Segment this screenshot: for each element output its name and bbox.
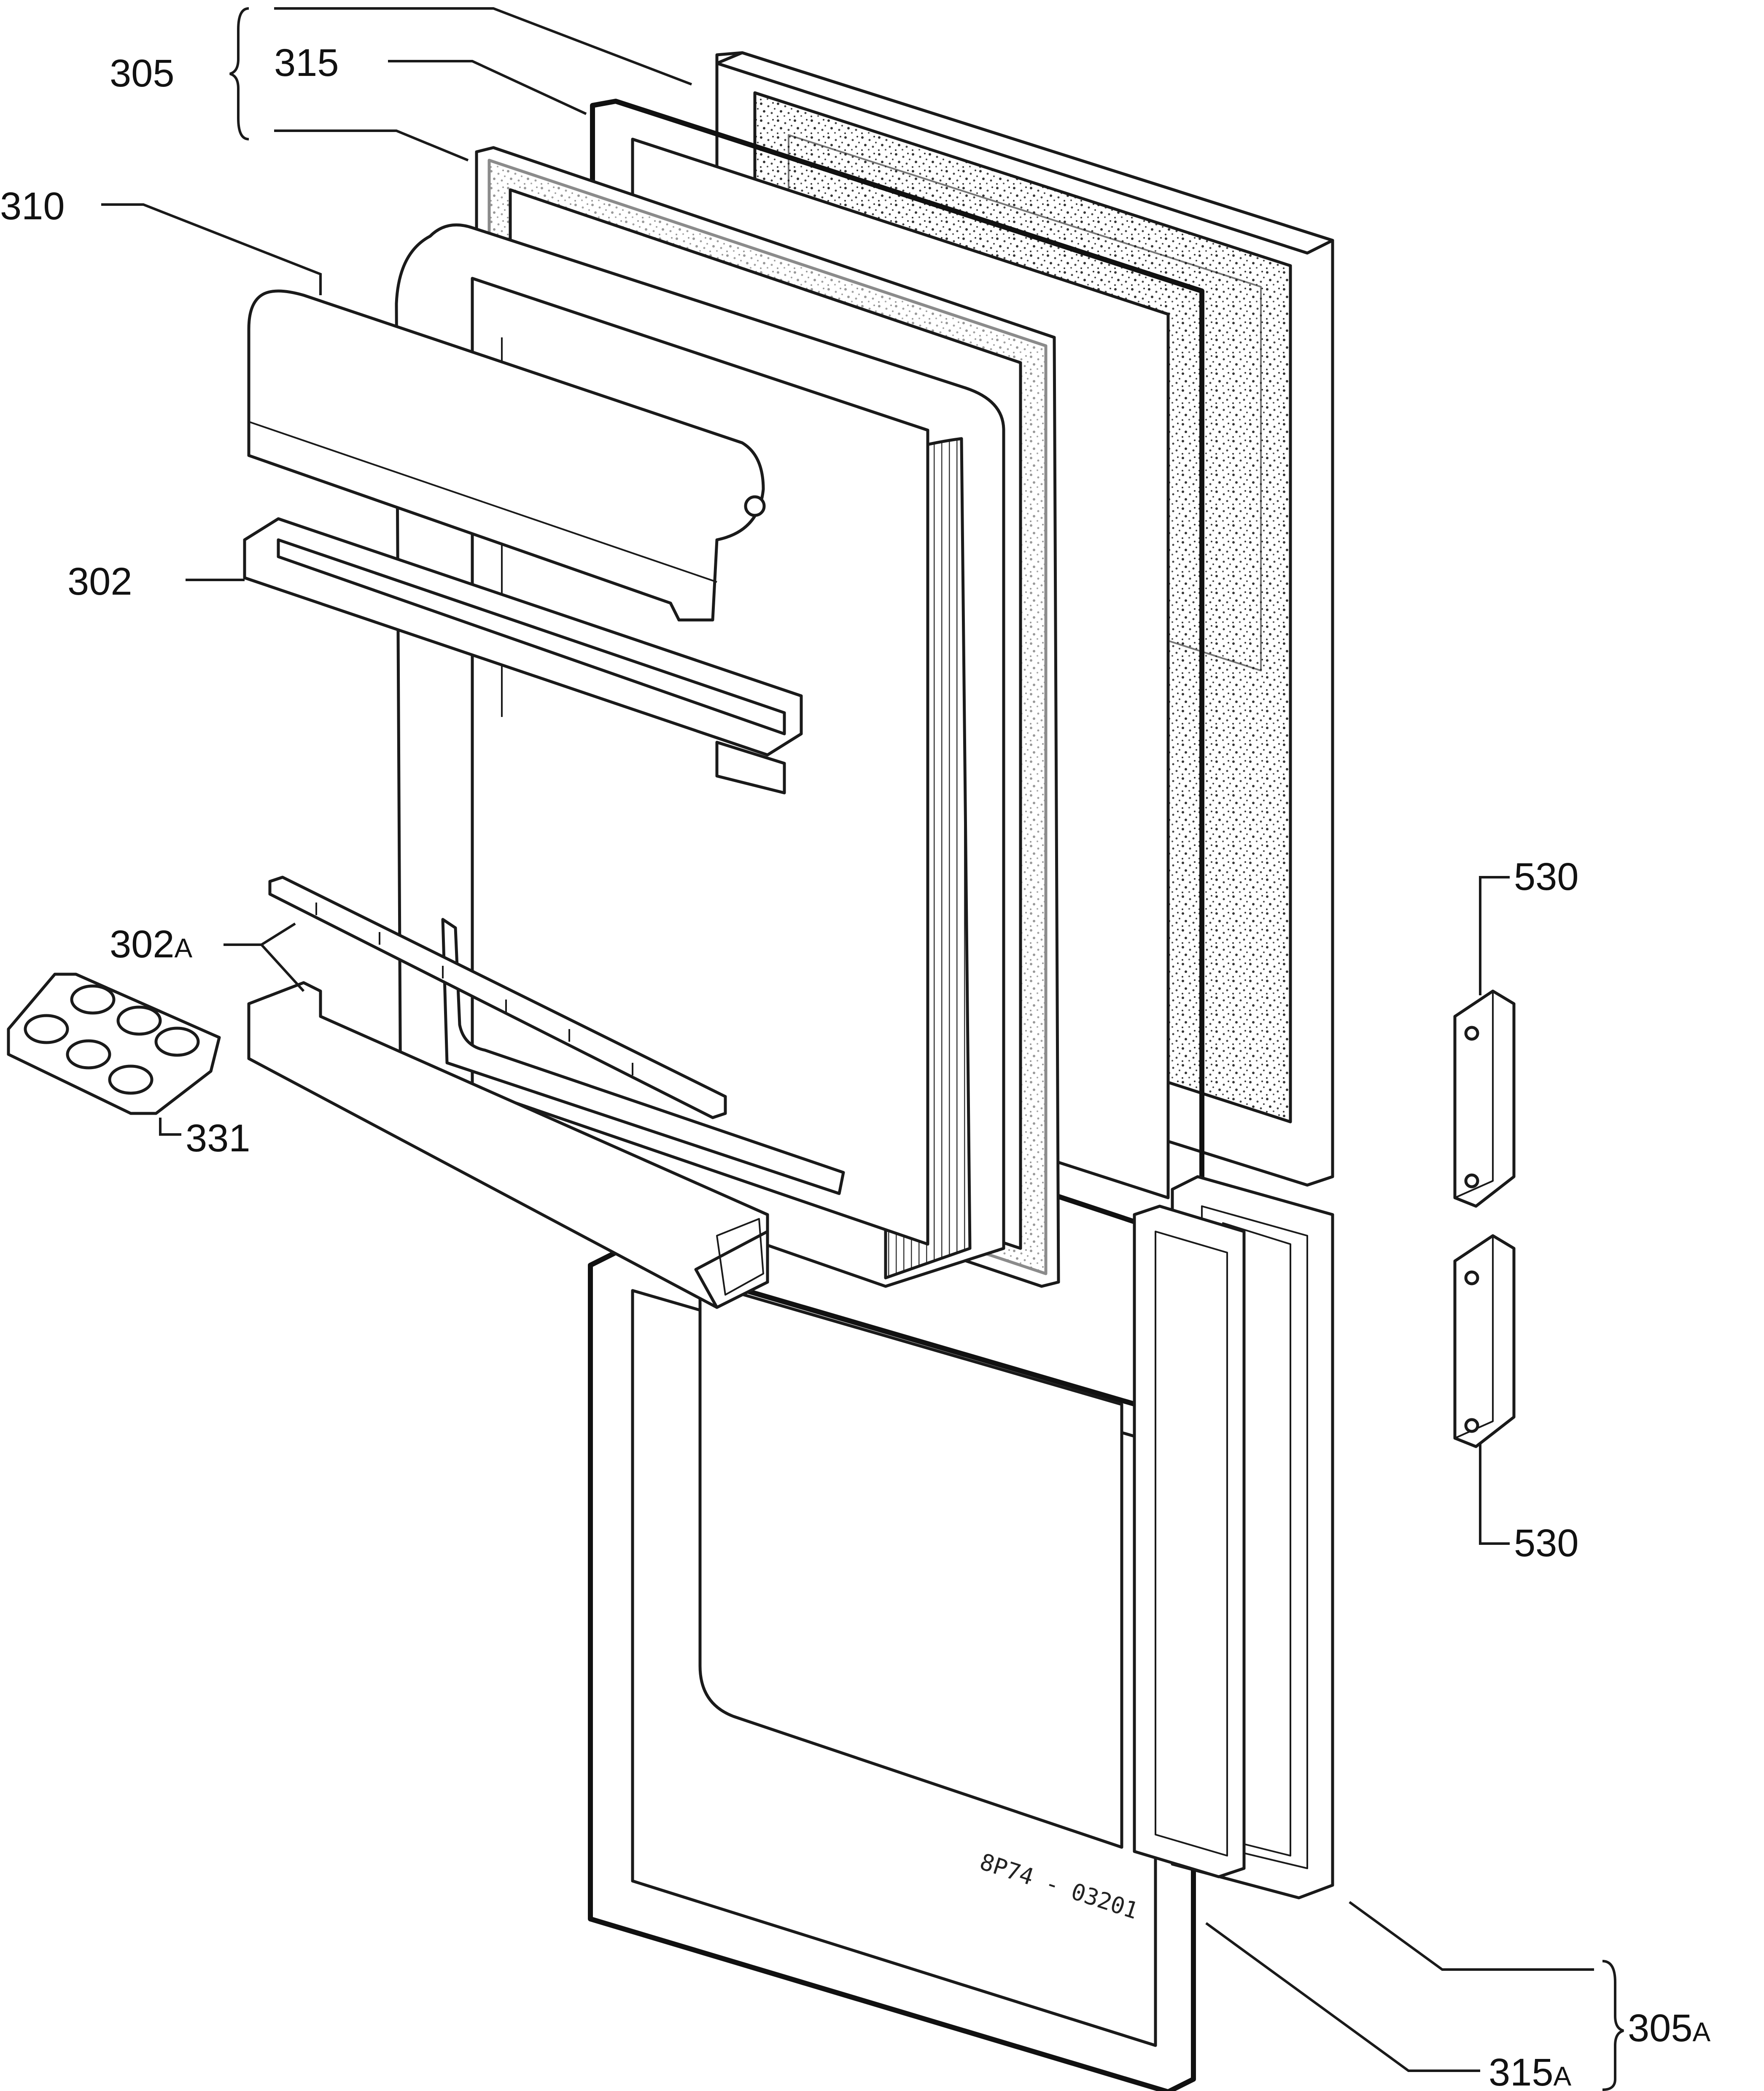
label-315a-suffix: A xyxy=(1554,2061,1572,2091)
label-302a-number: 302 xyxy=(110,923,175,966)
label-302a-suffix: A xyxy=(175,933,193,963)
label-302a: 302A xyxy=(110,923,193,966)
part-labels: 305 315 310 302 302A 331 530 530 305A 31… xyxy=(0,41,1711,2091)
hinge-upper xyxy=(1453,989,1516,1208)
hinge-lower xyxy=(1453,1234,1516,1448)
label-302: 302 xyxy=(67,560,132,603)
dairy-compartment-lid xyxy=(247,289,766,622)
upper-door-shelf xyxy=(243,517,803,795)
label-530-top: 530 xyxy=(1514,855,1579,898)
bottle-retaining-bar xyxy=(268,876,727,1119)
egg-tray xyxy=(7,973,221,1115)
label-310: 310 xyxy=(0,185,65,228)
label-305a-number: 305 xyxy=(1628,2007,1693,2050)
label-305a: 305A xyxy=(1628,2007,1711,2050)
label-315a: 315A xyxy=(1489,2051,1572,2091)
label-331: 331 xyxy=(186,1117,250,1160)
lower-inner-liner xyxy=(698,1204,1246,1878)
label-315a-number: 315 xyxy=(1489,2051,1554,2091)
label-315: 315 xyxy=(274,41,339,84)
label-305a-suffix: A xyxy=(1693,2017,1711,2047)
label-530-bottom: 530 xyxy=(1514,1522,1579,1565)
label-305: 305 xyxy=(110,52,175,95)
bottle-shelf xyxy=(247,981,769,1309)
leader-lines xyxy=(101,7,1624,2091)
